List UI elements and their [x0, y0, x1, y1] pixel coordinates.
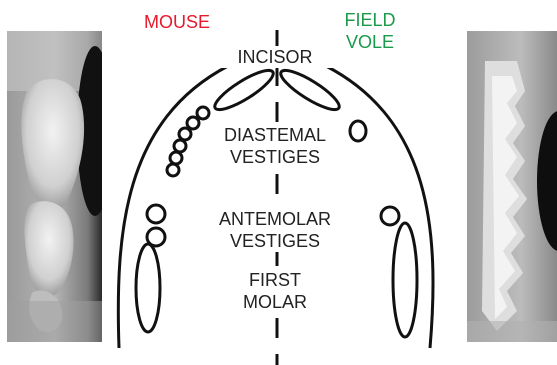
- first-molar-label: FIRST MOLAR: [200, 269, 350, 313]
- mouse-diastemal-vestige: [170, 152, 182, 164]
- diastemal-vestiges-label: DIASTEMAL VESTIGES: [190, 124, 360, 168]
- mouse-diastemal-vestige: [197, 107, 209, 119]
- incisor-right: [276, 64, 343, 115]
- mouse-label: MOUSE: [122, 11, 232, 33]
- molar-label-line2: MOLAR: [243, 291, 307, 313]
- mouse-antemolar-vestige: [147, 205, 165, 223]
- vole-first-molar: [393, 223, 417, 337]
- antemolar-vestiges-label: ANTEMOLAR VESTIGES: [190, 208, 360, 252]
- antemolar-label-line2: VESTIGES: [230, 230, 320, 252]
- incisor-label: INCISOR: [200, 46, 350, 68]
- antemolar-label-line1: ANTEMOLAR: [219, 208, 331, 230]
- diastemal-label-line1: DIASTEMAL: [224, 124, 326, 146]
- molar-label-line1: FIRST: [249, 269, 301, 291]
- incisor-left: [210, 64, 277, 115]
- field-vole-label-line1: FIELD: [320, 9, 420, 31]
- vole-antemolar-vestige: [381, 207, 399, 225]
- mouse-diastemal-vestige: [167, 164, 179, 176]
- mouse-first-molar: [136, 244, 160, 332]
- mouse-diastemal-vestige: [174, 140, 186, 152]
- diastemal-label-line2: VESTIGES: [230, 146, 320, 168]
